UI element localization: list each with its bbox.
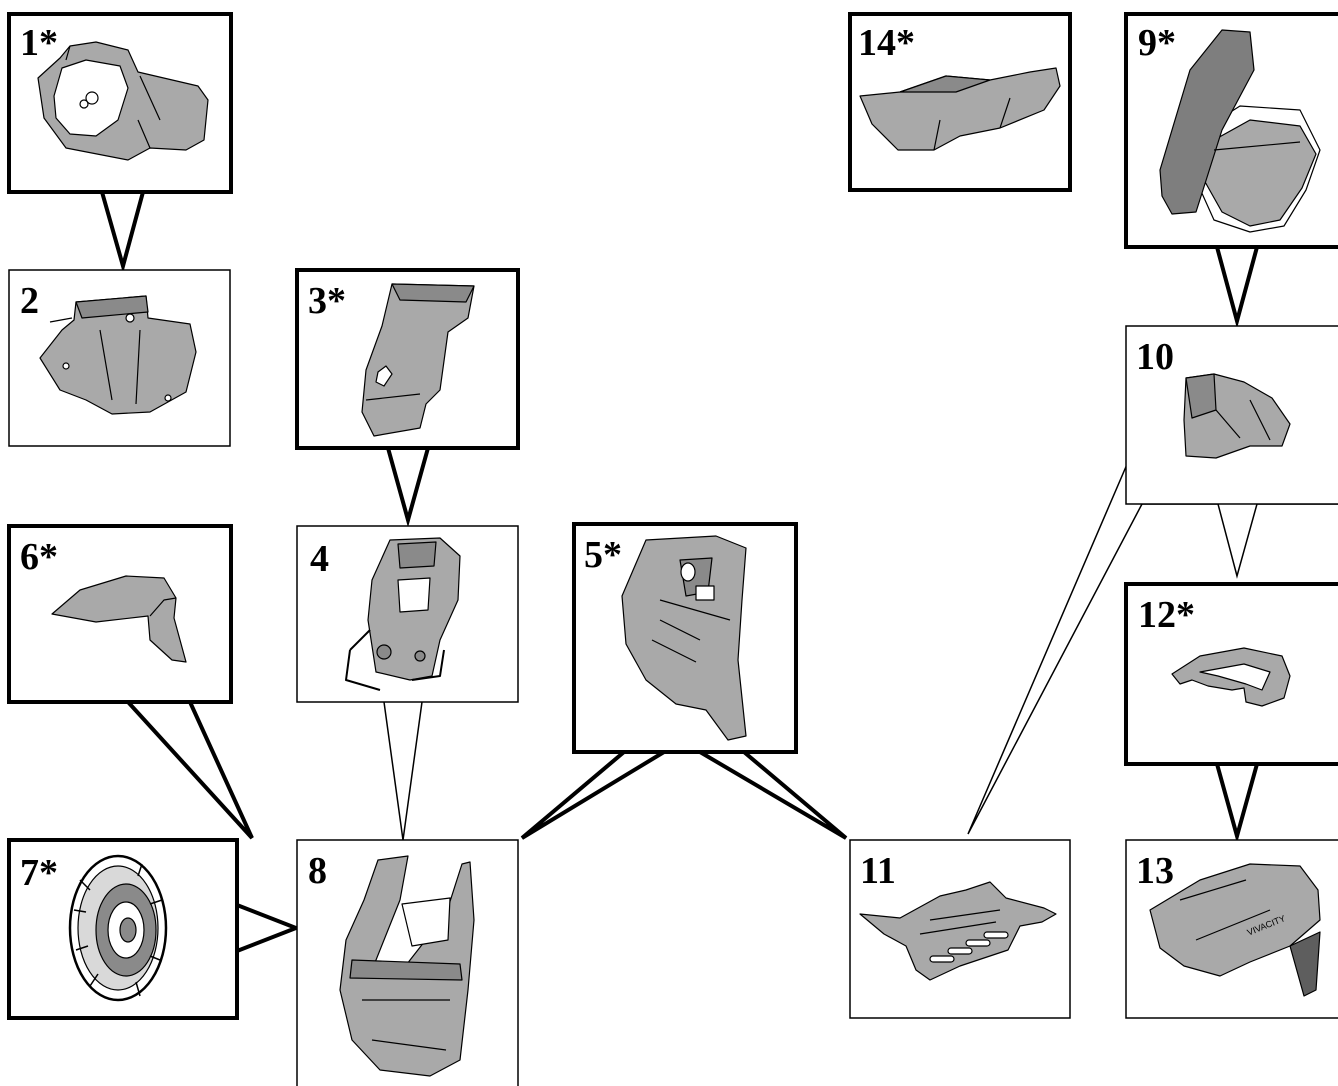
panel-5-label: 5*: [584, 536, 622, 574]
panel-13-label: 13: [1136, 852, 1174, 890]
panel-10-label: 10: [1136, 338, 1174, 376]
panel-2-label: 2: [20, 282, 39, 320]
callout-12-to-13: [1217, 764, 1257, 836]
callout-6-to-8: [128, 702, 252, 838]
callout-5-to-11: [700, 752, 846, 838]
callout-4-to-8: [384, 702, 422, 840]
callout-3-to-4: [388, 448, 428, 520]
callout-9-to-10: [1217, 247, 1257, 321]
panel-1-label: 1*: [20, 24, 58, 62]
panel-8-label: 8: [308, 852, 327, 890]
callout-5-to-8: [522, 752, 664, 838]
callout-1-to-2: [102, 192, 143, 266]
callout-10-to-12: [1142, 504, 1338, 576]
panel-3-label: 3*: [308, 282, 346, 320]
panel-14-label: 14*: [858, 24, 915, 62]
panel-4-label: 4: [310, 540, 329, 578]
panel-9-label: 9*: [1138, 24, 1176, 62]
panel-6-label: 6*: [20, 538, 58, 576]
panel-12-label: 12*: [1138, 596, 1195, 634]
panel-11-label: 11: [860, 852, 896, 890]
callout-7-to-8: [237, 905, 296, 951]
part-7-wheel: [70, 856, 166, 1000]
panel-7-label: 7*: [20, 854, 58, 892]
callout-10-to-11: [968, 462, 1142, 834]
